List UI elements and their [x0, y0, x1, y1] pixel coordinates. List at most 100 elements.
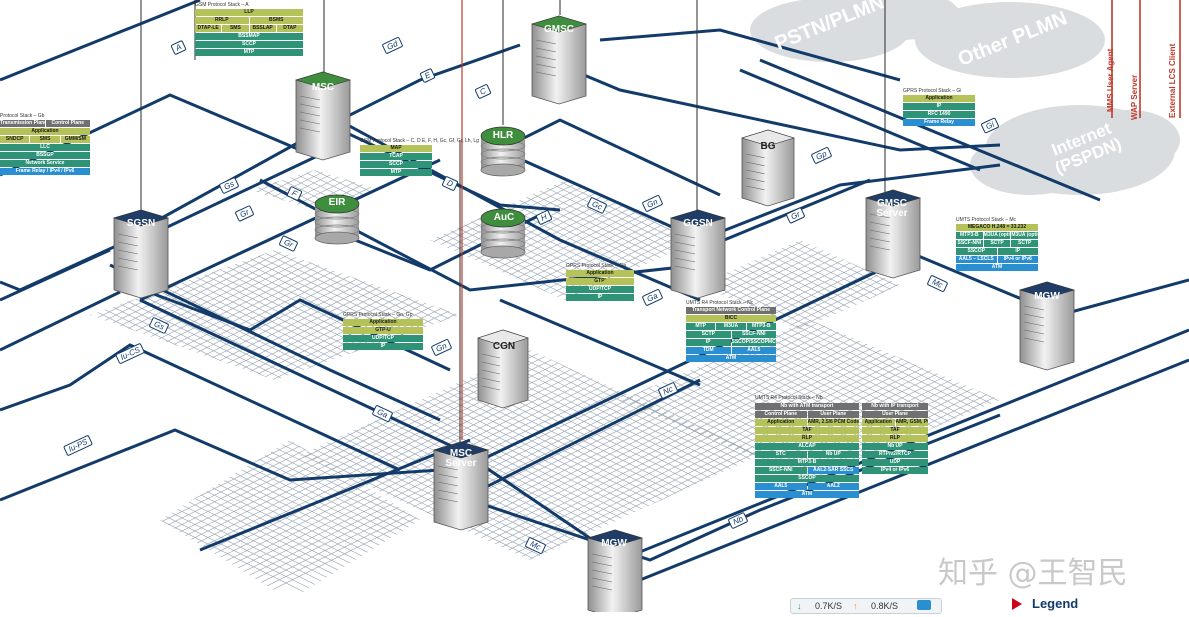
stack-cell: UDP/TCP — [343, 335, 423, 342]
node-label-sgsn: SGSN — [126, 218, 156, 229]
stack-cell: ATM — [755, 491, 859, 498]
stack-cell: AAL5 — [731, 347, 776, 354]
server-node[interactable] — [112, 209, 170, 299]
download-speed: 0.7K/S — [815, 601, 843, 611]
stack-row: SCCP — [195, 41, 303, 48]
stack-cell: M3UA (optional) — [1011, 232, 1039, 239]
stack-row: LLC — [0, 144, 90, 151]
node-label-gmsc: GMSC — [544, 24, 574, 35]
stack-cell: Frame Relay / IPv4 / IPv6 — [0, 168, 90, 175]
stack-cell: SSCOP — [755, 475, 859, 482]
stack-title: GSM Protocol Stack – C, D E, F, H, Gc, G… — [360, 138, 479, 144]
legend-link[interactable]: Legend — [1032, 596, 1079, 611]
server-node[interactable] — [477, 329, 529, 409]
stack-header-cell: Nb with ATM transport — [755, 403, 859, 410]
link — [0, 290, 121, 352]
agent-external-lcs-client: External LCS Client — [1168, 43, 1177, 118]
server-node[interactable] — [294, 71, 352, 161]
database-node[interactable] — [314, 194, 360, 245]
stack-row: ATM — [956, 264, 1038, 271]
stack-cell: IP — [997, 248, 1038, 255]
server-node[interactable] — [740, 129, 796, 207]
stack-cell: MEGACO H.248 = 33.232 — [956, 224, 1038, 231]
stack-cell: TDM — [686, 347, 731, 354]
link — [139, 158, 441, 302]
stack-cell: SCCP — [360, 161, 432, 168]
server-node[interactable] — [669, 209, 727, 299]
server-node[interactable] — [864, 189, 922, 279]
stack-cell: AAL2 — [807, 483, 859, 490]
legend-arrow-icon — [1012, 598, 1022, 610]
stack-row: UDP — [862, 459, 928, 466]
vertical-drop-lines — [140, 0, 1181, 450]
stack-title: GPRS Protocol Stack – Gn, Gp — [343, 312, 413, 318]
server-node[interactable] — [1018, 281, 1076, 371]
stack-cell: UDP/TCP — [566, 286, 634, 293]
stack-cell: MAP — [360, 145, 432, 152]
link — [459, 268, 881, 472]
stack-cell: ATM — [686, 355, 776, 362]
stack-cell: SSCOP/SSCOPMCE — [731, 339, 776, 346]
stack-cell: Application — [343, 319, 423, 326]
link — [0, 0, 201, 82]
database-node[interactable] — [480, 208, 526, 259]
stack-cell: LLC — [0, 144, 90, 151]
stack-cell: GMM/SM — [60, 136, 90, 143]
stack-cell: IPv4 or IPv6 — [862, 467, 928, 474]
stack-cell: Nb UP — [807, 451, 859, 458]
stack-row: RFC 1490 — [903, 111, 975, 118]
link — [199, 438, 471, 552]
stack-cell: RFC 1490 — [903, 111, 975, 118]
server-node[interactable] — [530, 15, 588, 105]
stack-row: SCCP — [360, 161, 432, 168]
stack-cell: SNDCP — [0, 136, 30, 143]
stack-row: GTP' — [566, 278, 634, 285]
stack-cell: Frame Relay — [903, 119, 975, 126]
stack-cell: AAL5 – LSCLS — [956, 256, 997, 263]
stack-cell: Nb UP — [862, 443, 928, 450]
link — [599, 28, 901, 82]
stack-cell: MTP — [195, 49, 303, 56]
link — [0, 428, 441, 502]
server-node[interactable] — [586, 529, 644, 617]
stack-cell: SSCF-NNI — [956, 240, 983, 247]
stack-cell: Application — [903, 95, 975, 102]
stack-cell: BSSMAP — [195, 33, 303, 40]
stack-row: IPv4 or IPv6 — [862, 467, 928, 474]
database-node[interactable] — [480, 126, 526, 177]
stack-cell: IP — [686, 339, 731, 346]
stack-cell: MTP3-B — [956, 232, 983, 239]
stack-title: UMTS R4 Protocol Stack – Nc — [686, 300, 754, 306]
stack-row: RTP/v2/RTCP — [862, 451, 928, 458]
stack-cell: MTP3-B — [746, 323, 776, 330]
node-label-eir: EIR — [328, 197, 346, 208]
node-label-msc: MSC — [311, 82, 335, 93]
node-label-auc: AuC — [493, 212, 515, 223]
stack-row: UDP/TCP — [343, 335, 423, 342]
accelerator-icon[interactable] — [917, 600, 931, 610]
agent-wap-server: WAP Server — [1130, 74, 1139, 120]
node-label-bg: BG — [760, 141, 776, 152]
stack-row: ALCAP — [755, 443, 859, 450]
stack-header-cell: Transport Network Control Plane — [686, 307, 776, 314]
stack-row: Application — [343, 319, 423, 326]
stack-title: GSM Protocol Stack – A — [195, 2, 249, 8]
stack-row: SSCOP — [755, 475, 859, 482]
server-node[interactable] — [432, 441, 490, 531]
upload-speed: 0.8K/S — [871, 601, 899, 611]
stack-cell: MTP3-B — [755, 459, 859, 466]
stack-cell: Application — [755, 419, 807, 426]
stack-cell: SSCOP — [956, 248, 997, 255]
stack-row: Application — [903, 95, 975, 102]
